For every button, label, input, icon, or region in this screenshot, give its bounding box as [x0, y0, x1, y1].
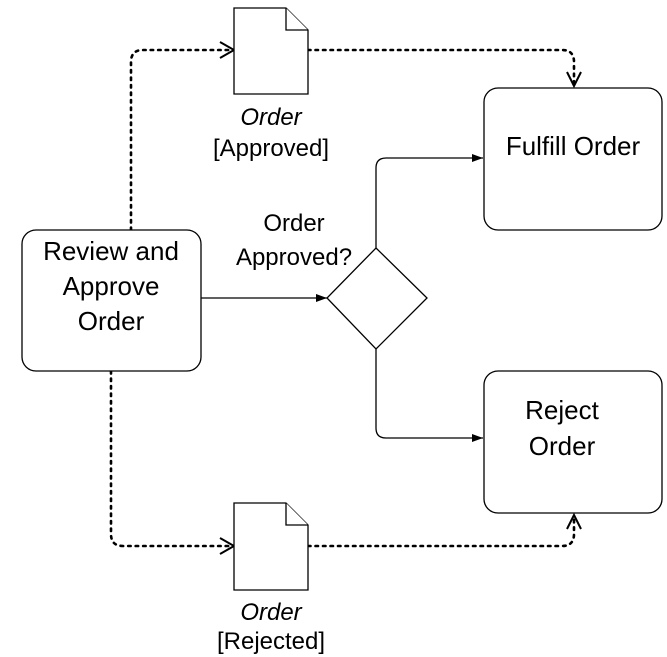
data-object-fold — [285, 503, 308, 526]
association-arrowhead — [566, 512, 582, 530]
association-arrowhead — [566, 71, 582, 89]
task-review-and-approve-order — [21, 229, 202, 372]
association-approved-order-to-fulfill — [306, 48, 576, 86]
flow-gateway-to-fulfill — [375, 154, 483, 248]
gateway-label-line: Approved? — [236, 244, 352, 271]
flow-gateway-to-reject — [375, 349, 483, 442]
task-reject-order — [483, 370, 663, 514]
task-label-line: Reject — [525, 395, 599, 425]
data-object-state: [Rejected] — [217, 628, 325, 655]
task-label-line: Review and — [43, 236, 179, 266]
association-review-to-rejected-order — [109, 369, 234, 548]
data-object-name: Order — [240, 599, 302, 626]
association-rejected-order-to-reject — [306, 515, 576, 548]
data-object-fold — [285, 8, 308, 31]
gateway-label-line: Order — [263, 210, 324, 237]
task-fulfill-order — [483, 87, 663, 231]
task-label-line: Order — [529, 431, 596, 461]
data-object-state: [Approved] — [213, 135, 329, 162]
task-label-line: Approve — [63, 271, 160, 301]
gateway-order-approved — [326, 247, 428, 350]
data-object-name: Order — [240, 104, 302, 131]
task-label-line: Order — [78, 306, 145, 336]
association-review-to-approved-order — [129, 48, 234, 232]
task-label-line: Fulfill Order — [506, 131, 641, 161]
